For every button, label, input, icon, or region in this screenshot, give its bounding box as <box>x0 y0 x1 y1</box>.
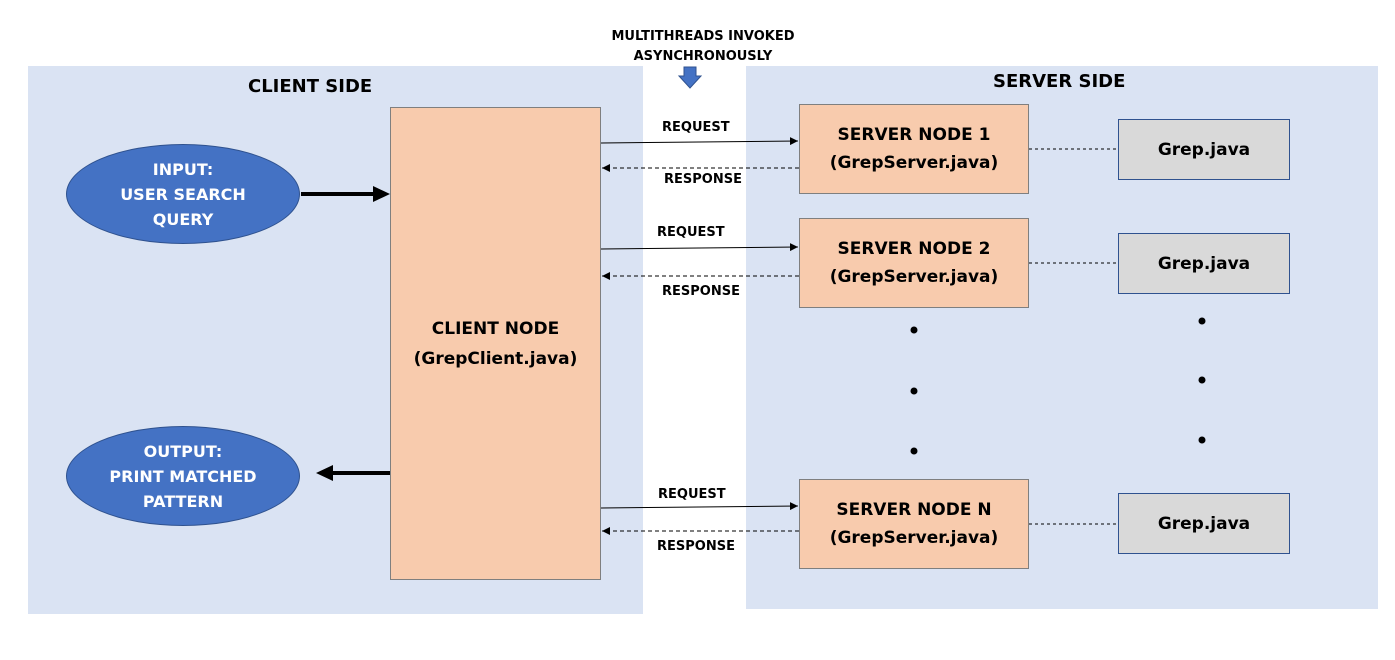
input-line-3: QUERY <box>152 209 214 229</box>
server-node-1-box: SERVER NODE 1 (GrepServer.java) <box>799 104 1029 194</box>
response-label-n: RESPONSE <box>657 539 735 554</box>
client-node-box: CLIENT NODE (GrepClient.java) <box>390 107 601 580</box>
request-label-n: REQUEST <box>658 487 726 502</box>
response-label-1: RESPONSE <box>664 172 742 187</box>
async-note: MULTITHREADS INVOKED ASYNCHRONOUSLY <box>611 29 795 64</box>
client-side-title: CLIENT SIDE <box>248 76 373 97</box>
output-ellipse: OUTPUT: PRINT MATCHED PATTERN <box>66 426 300 526</box>
server-side-title: SERVER SIDE <box>993 71 1126 92</box>
server-node-n-name: SERVER NODE N <box>836 500 992 520</box>
server-node-2-file: (GrepServer.java) <box>829 267 999 287</box>
request-arrow-1 <box>600 137 799 146</box>
client-node-name: CLIENT NODE <box>431 318 560 339</box>
grep-ellipsis-dot-3 <box>1198 436 1206 444</box>
input-line-2: USER SEARCH <box>120 184 246 204</box>
server-ellipsis-dot-2 <box>910 387 918 395</box>
input-line-1: INPUT: <box>152 159 214 179</box>
output-line-2: PRINT MATCHED <box>109 466 257 486</box>
server-ellipsis-dot-1 <box>910 326 918 334</box>
grep-box-1: Grep.java <box>1118 119 1290 180</box>
request-arrow-n <box>600 502 799 511</box>
request-label-1: REQUEST <box>662 120 730 135</box>
server-node-2-name: SERVER NODE 2 <box>837 239 991 259</box>
input-to-client-arrow <box>301 186 390 202</box>
server-node-1-name: SERVER NODE 1 <box>837 125 991 145</box>
server-node-n-box: SERVER NODE N (GrepServer.java) <box>799 479 1029 569</box>
async-down-arrow-icon <box>677 66 703 89</box>
client-node-file: (GrepClient.java) <box>413 348 578 369</box>
grep-box-2: Grep.java <box>1118 233 1290 294</box>
input-ellipse: INPUT: USER SEARCH QUERY <box>66 144 300 244</box>
response-label-2: RESPONSE <box>662 284 740 299</box>
server-node-1-file: (GrepServer.java) <box>829 153 999 173</box>
grep-ellipsis-dot-1 <box>1198 317 1206 325</box>
server-node-n-file: (GrepServer.java) <box>829 528 999 548</box>
grep-box-n: Grep.java <box>1118 493 1290 554</box>
client-to-output-arrow <box>316 465 390 481</box>
request-arrow-2 <box>600 243 799 252</box>
output-line-3: PATTERN <box>142 491 224 511</box>
grep-ellipsis-dot-2 <box>1198 376 1206 384</box>
request-label-2: REQUEST <box>657 225 725 240</box>
server-node-2-box: SERVER NODE 2 (GrepServer.java) <box>799 218 1029 308</box>
output-line-1: OUTPUT: <box>143 441 223 461</box>
server-ellipsis-dot-3 <box>910 447 918 455</box>
